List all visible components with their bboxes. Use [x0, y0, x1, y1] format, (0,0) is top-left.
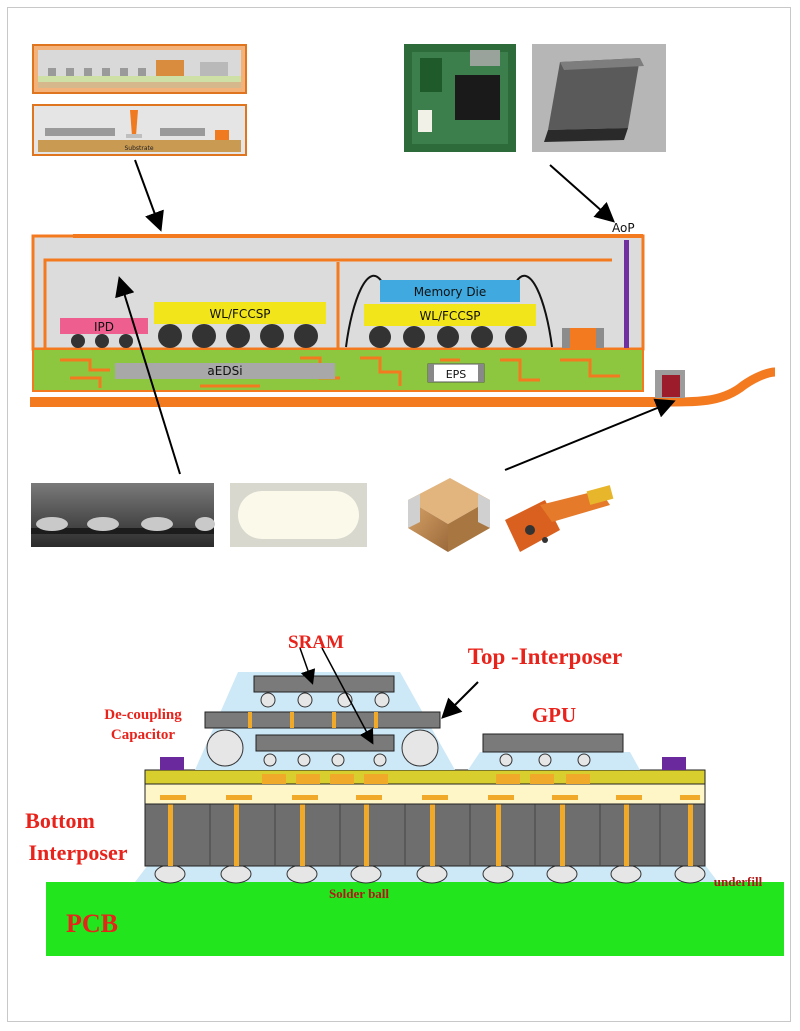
sram-die-lower	[255, 734, 395, 752]
flex-cable	[659, 367, 776, 407]
wl-fccsp-left-chip	[154, 302, 326, 324]
aedsi-bridge	[115, 363, 335, 379]
passive-left	[160, 757, 184, 770]
underfill-label: underfill	[714, 874, 763, 889]
memory-die	[380, 280, 520, 302]
bottom-interposer	[144, 803, 706, 867]
arrow-photo-to-aop	[549, 164, 615, 223]
passive-right	[662, 757, 686, 770]
interposer-stack: PCB	[25, 632, 784, 956]
sip-cross-section: aEDSi EPS IPD WL/FCCSP Memory Die WL/FCC…	[30, 221, 776, 407]
module-photo	[404, 44, 516, 152]
arrow-photo-to-shield	[115, 276, 181, 475]
aop-label: AoP	[612, 221, 635, 235]
arrow-top-interposer	[441, 681, 479, 719]
tsv-vias	[168, 800, 693, 866]
pcb-label: PCB	[66, 909, 118, 938]
sram-die-upper	[253, 675, 395, 693]
flex-pcb-photo	[505, 485, 614, 552]
arrow-photo-to-connector	[504, 398, 676, 471]
aop-antenna	[624, 240, 629, 348]
shield-line	[43, 258, 612, 349]
cross-section-thumbnail-substrate: Substrate	[32, 104, 247, 156]
wire-bond-left	[345, 274, 383, 348]
shield-coating-photo	[230, 483, 367, 547]
decoupling-label-line1: De-coupling	[104, 707, 182, 723]
interposer-top-layer	[144, 769, 706, 785]
arrow-sram-upper	[299, 647, 316, 685]
pcb-board	[30, 397, 660, 407]
capacitor-photo	[408, 478, 490, 552]
wl-fccsp-left-label: WL/FCCSP	[209, 307, 270, 321]
ipd-chip	[60, 318, 148, 334]
top-interposer-label: Top -Interposer	[468, 644, 622, 669]
top-interposer	[204, 711, 441, 729]
eps-label: EPS	[446, 368, 467, 381]
wire-bond-right	[515, 274, 553, 348]
wl-fccsp-right-label: WL/FCCSP	[419, 309, 480, 323]
gpu-die	[482, 733, 624, 753]
cross-section-thumbnail-top	[32, 44, 247, 94]
ipd-label: IPD	[94, 320, 114, 334]
wl-fccsp-right-chip	[364, 304, 536, 326]
substrate-label: Substrate	[124, 145, 153, 152]
sram-label: SRAM	[288, 632, 344, 653]
aedsi-label: aEDSi	[207, 364, 242, 378]
decoupling-label-line2: Capacitor	[111, 727, 175, 743]
bottom-interposer-label-line2: Interposer	[29, 840, 128, 865]
arrow-thumbnail-to-mold	[134, 159, 164, 232]
bump-cross-section-photo	[31, 483, 215, 547]
arrow-sram-lower	[321, 647, 374, 745]
rdl-layer	[144, 783, 706, 805]
bottom-interposer-label-line1: Bottom	[25, 808, 95, 833]
solder-balls	[154, 864, 706, 884]
aop-module-photo	[532, 44, 666, 152]
gpu-label: GPU	[532, 703, 576, 727]
memory-die-label: Memory Die	[414, 285, 487, 299]
solder-ball-label: Solder ball	[329, 886, 389, 901]
passive-component	[562, 328, 604, 348]
pcb	[46, 882, 784, 956]
